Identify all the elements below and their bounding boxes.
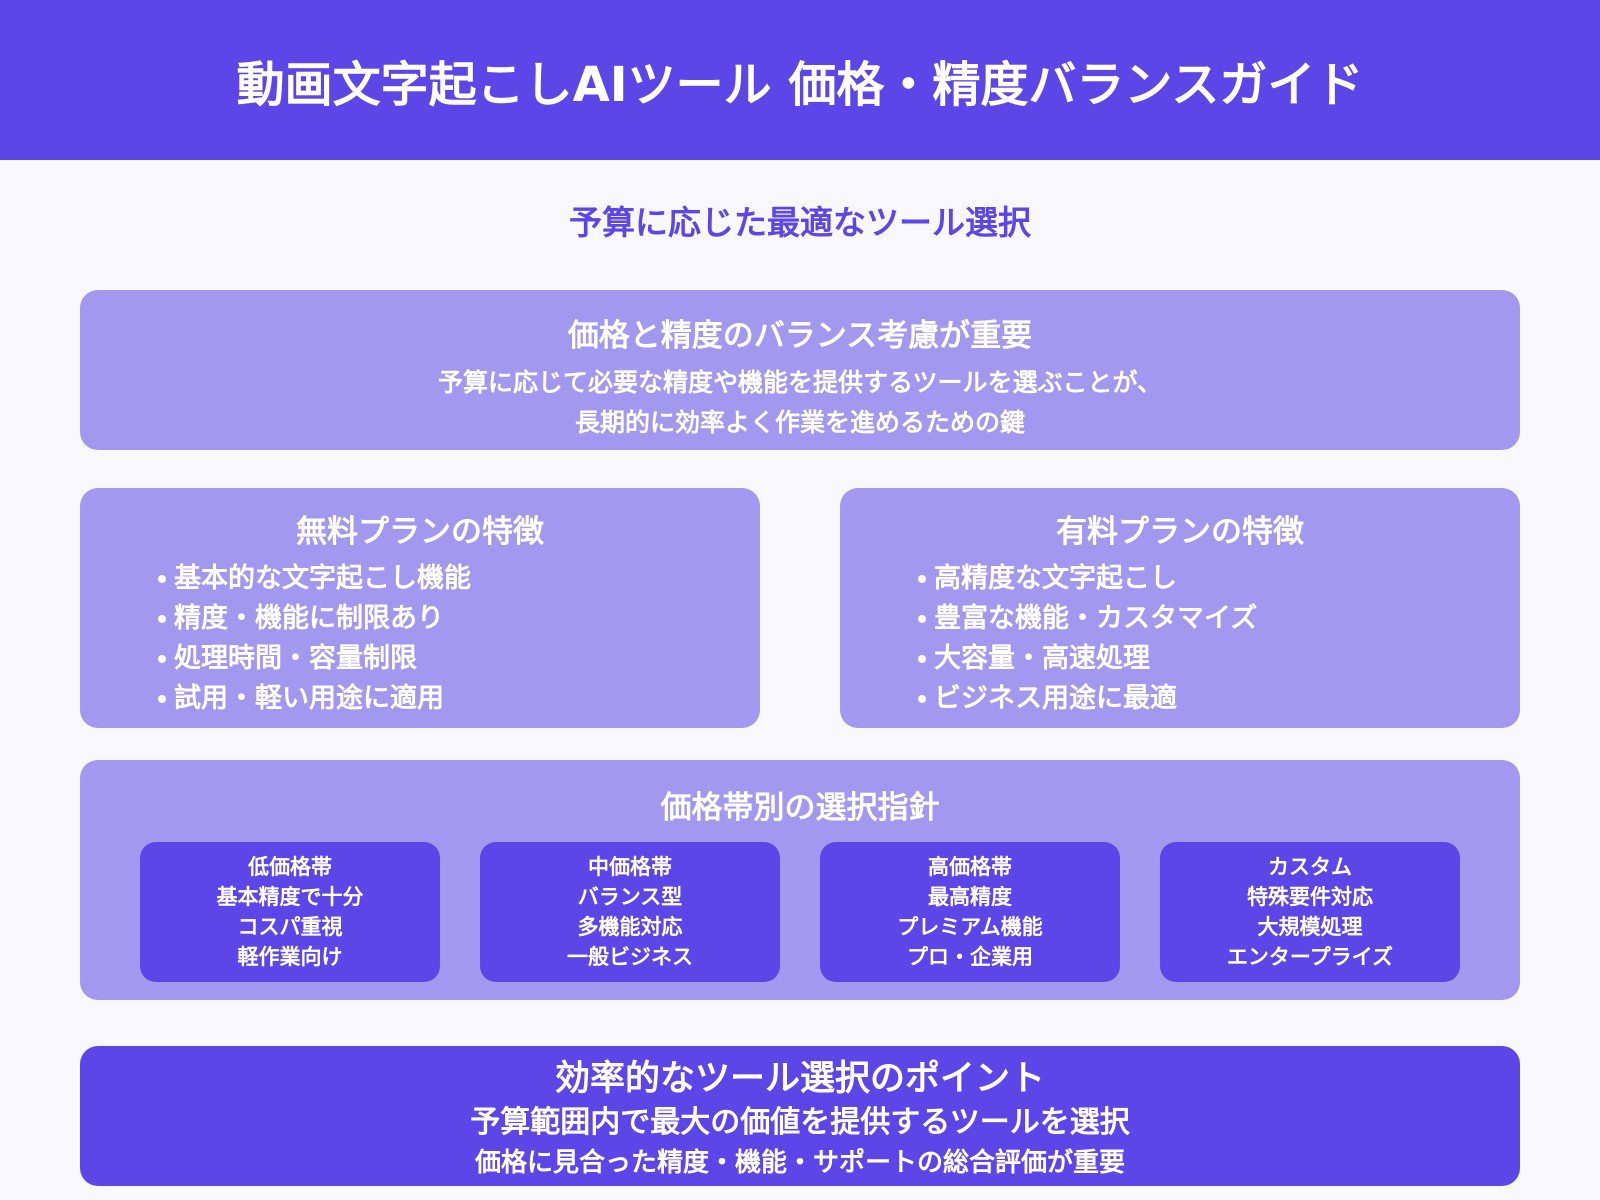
key-message-line: 長期的に効率よく作業を進めるための鍵 <box>574 408 1025 437</box>
list-item: 高精度な文字起こし <box>918 559 1520 599</box>
tier-card-low: 低価格帯 基本精度で十分 コスパ重視 軽作業向け <box>140 842 440 982</box>
list-item: 大容量・高速処理 <box>918 639 1520 679</box>
bullet-icon <box>918 695 926 703</box>
list-item: 豊富な機能・カスタマイズ <box>918 599 1520 639</box>
tier-name: 低価格帯 <box>248 855 332 879</box>
list-item: 基本的な文字起こし機能 <box>158 559 760 599</box>
selection-point-box: 効率的なツール選択のポイント 予算範囲内で最大の価値を提供するツールを選択 価格… <box>80 1046 1520 1186</box>
free-plan-title: 無料プランの特徴 <box>296 514 544 550</box>
paid-plan-title: 有料プランの特徴 <box>1056 514 1304 550</box>
price-tier-box: 価格帯別の選択指針 低価格帯 基本精度で十分 コスパ重視 軽作業向け 中価格帯 … <box>80 760 1520 1000</box>
bullet-icon <box>158 615 166 623</box>
bullet-icon <box>158 695 166 703</box>
bullet-icon <box>158 575 166 583</box>
tier-card-mid: 中価格帯 バランス型 多機能対応 一般ビジネス <box>480 842 780 982</box>
tier-card-custom: カスタム 特殊要件対応 大規模処理 エンタープライズ <box>1160 842 1460 982</box>
bullet-icon <box>158 655 166 663</box>
bullet-icon <box>918 615 926 623</box>
bullet-icon <box>918 655 926 663</box>
page-title: 動画文字起こしAIツール 価格・精度バランスガイド <box>236 57 1364 113</box>
key-message-box: 価格と精度のバランス考慮が重要 予算に応じて必要な精度や機能を提供するツールを選… <box>80 290 1520 450</box>
tier-card-high: 高価格帯 最高精度 プレミアム機能 プロ・企業用 <box>820 842 1120 982</box>
section-subtitle: 予算に応じた最適なツール選択 <box>569 203 1031 242</box>
list-item: 処理時間・容量制限 <box>158 639 760 679</box>
selection-point-line: 価格に見合った精度・機能・サポートの総合評価が重要 <box>474 1148 1125 1178</box>
list-item: ビジネス用途に最適 <box>918 679 1520 719</box>
price-tier-title: 価格帯別の選択指針 <box>660 790 940 826</box>
paid-plan-box: 有料プランの特徴 高精度な文字起こし 豊富な機能・カスタマイズ 大容量・高速処理… <box>840 488 1520 728</box>
key-message-line: 予算に応じて必要な精度や機能を提供するツールを選ぶことが、 <box>437 368 1162 397</box>
key-message-title: 価格と精度のバランス考慮が重要 <box>567 318 1033 354</box>
tier-name: カスタム <box>1268 855 1352 879</box>
free-plan-box: 無料プランの特徴 基本的な文字起こし機能 精度・機能に制限あり 処理時間・容量制… <box>80 488 760 728</box>
selection-point-line: 予算範囲内で最大の価値を提供するツールを選択 <box>470 1105 1130 1140</box>
tier-name: 高価格帯 <box>928 855 1012 879</box>
list-item: 精度・機能に制限あり <box>158 599 760 639</box>
tier-name: 中価格帯 <box>588 855 672 879</box>
selection-point-title: 効率的なツール選択のポイント <box>554 1059 1045 1099</box>
paid-plan-list: 高精度な文字起こし 豊富な機能・カスタマイズ 大容量・高速処理 ビジネス用途に最… <box>840 559 1520 719</box>
list-item: 試用・軽い用途に適用 <box>158 679 760 719</box>
free-plan-list: 基本的な文字起こし機能 精度・機能に制限あり 処理時間・容量制限 試用・軽い用途… <box>80 559 760 719</box>
header-banner: 動画文字起こしAIツール 価格・精度バランスガイド <box>0 0 1600 160</box>
bullet-icon <box>918 575 926 583</box>
